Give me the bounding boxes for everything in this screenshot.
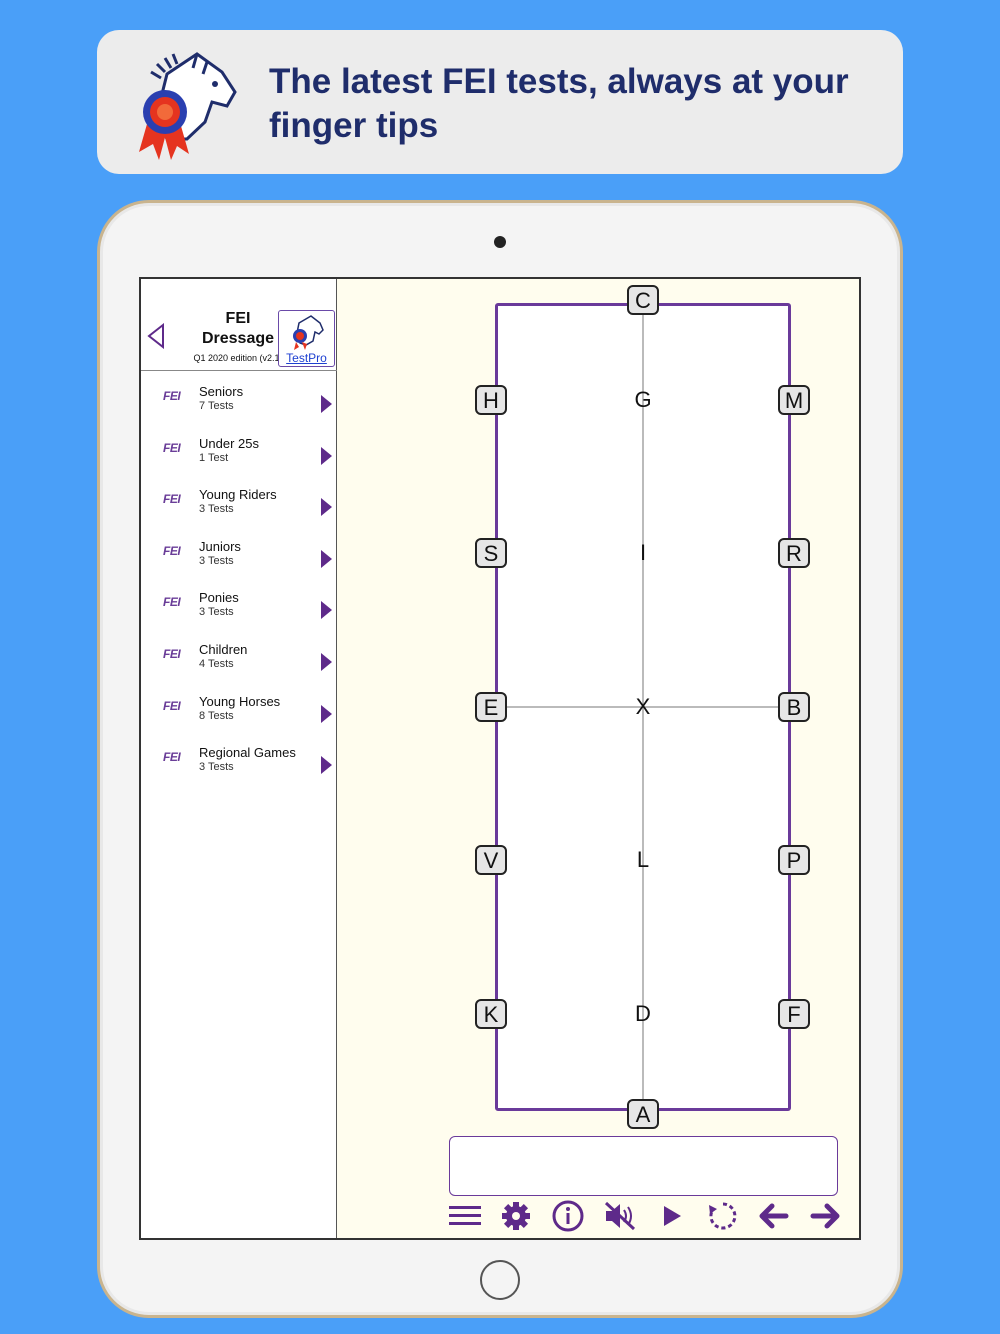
- marker-b[interactable]: B: [778, 692, 810, 722]
- marker-e[interactable]: E: [475, 692, 507, 722]
- list-item-young-riders[interactable]: FEI Young Riders 3 Tests: [141, 482, 337, 534]
- marker-f[interactable]: F: [778, 999, 810, 1029]
- centre-letter-l: L: [636, 847, 650, 872]
- disclosure-arrow-icon[interactable]: [321, 652, 332, 671]
- testpro-horse-icon: [293, 315, 324, 350]
- fei-logo-icon: FEI: [163, 543, 181, 558]
- marker-p[interactable]: P: [778, 845, 810, 875]
- arena-centre-lines: [495, 303, 791, 1111]
- marker-c[interactable]: C: [627, 285, 659, 315]
- fei-logo-icon: FEI: [163, 750, 181, 765]
- list-item-name: Regional Games: [199, 745, 296, 761]
- sidebar-title-dressage: Dressage: [201, 330, 275, 347]
- disclosure-arrow-icon[interactable]: [321, 756, 332, 775]
- centre-letter-g: G: [634, 387, 652, 412]
- gear-icon[interactable]: [498, 1199, 534, 1233]
- replay-icon[interactable]: [705, 1199, 741, 1233]
- list-item-name: Juniors: [199, 538, 241, 554]
- horse-rosette-logo-icon: [139, 52, 237, 160]
- sidebar-title-fei: FEI: [225, 310, 251, 327]
- mute-icon[interactable]: [602, 1199, 638, 1233]
- edition-label: Q1 2020 edition (v2.1): [193, 353, 283, 363]
- list-item-ponies[interactable]: FEI Ponies 3 Tests: [141, 585, 337, 637]
- arrow-left-icon[interactable]: [756, 1199, 792, 1233]
- list-item-name: Young Horses: [199, 693, 281, 709]
- marker-a[interactable]: A: [627, 1099, 659, 1129]
- marker-h[interactable]: H: [475, 385, 507, 415]
- promo-banner: The latest FEI tests, always at your fin…: [97, 30, 903, 174]
- list-item-name: Young Riders: [199, 487, 277, 503]
- testpro-link[interactable]: TestPro: [286, 351, 327, 365]
- list-item-count: 3 Tests: [199, 554, 234, 567]
- banner-headline: The latest FEI tests, always at your fin…: [269, 62, 849, 145]
- app-screen: FEI Dressage Q1 2020 edition (v2.1) Test…: [139, 277, 861, 1240]
- centre-letter-d: D: [635, 1001, 651, 1026]
- list-item-regional-games[interactable]: FEI Regional Games 3 Tests: [141, 740, 337, 792]
- disclosure-arrow-icon[interactable]: [321, 446, 332, 465]
- sidebar-header: FEI Dressage Q1 2020 edition (v2.1) Test…: [141, 307, 337, 371]
- marker-r[interactable]: R: [778, 538, 810, 568]
- marker-v[interactable]: V: [475, 845, 507, 875]
- fei-logo-icon: FEI: [163, 492, 181, 507]
- list-item-name: Seniors: [199, 384, 244, 399]
- fei-logo-icon: FEI: [163, 595, 181, 610]
- camera-icon: [494, 236, 506, 248]
- list-item-count: 3 Tests: [199, 761, 234, 774]
- list-item-count: 7 Tests: [199, 400, 234, 412]
- list-item-children[interactable]: FEI Children 4 Tests: [141, 637, 337, 689]
- disclosure-arrow-icon[interactable]: [321, 395, 332, 413]
- movement-text-box[interactable]: [449, 1136, 838, 1196]
- list-item-name: Ponies: [199, 590, 239, 606]
- marker-m[interactable]: M: [778, 385, 810, 415]
- list-item-count: 4 Tests: [199, 657, 234, 670]
- fei-logo-icon: FEI: [163, 389, 181, 403]
- home-button[interactable]: [480, 1260, 520, 1300]
- list-item-count: 8 Tests: [199, 709, 234, 722]
- back-chevron-icon[interactable]: [145, 323, 167, 349]
- menu-icon[interactable]: [447, 1199, 483, 1233]
- list-item-juniors[interactable]: FEI Juniors 3 Tests: [141, 534, 337, 586]
- testpro-logo-button[interactable]: TestPro: [278, 310, 335, 367]
- arrow-right-icon[interactable]: [807, 1199, 843, 1233]
- disclosure-arrow-icon[interactable]: [321, 498, 332, 517]
- category-list: FEI Seniors 7 Tests FEI Under 25s 1 Test…: [141, 379, 337, 792]
- list-item-name: Under 25s: [199, 435, 259, 451]
- list-item-young-horses[interactable]: FEI Young Horses 8 Tests: [141, 689, 337, 741]
- list-item-count: 3 Tests: [199, 606, 234, 619]
- marker-s[interactable]: S: [475, 538, 507, 568]
- list-item-under-25s[interactable]: FEI Under 25s 1 Test: [141, 431, 337, 483]
- fei-logo-icon: FEI: [163, 646, 181, 661]
- centre-letter-x: X: [635, 694, 651, 719]
- list-item-seniors[interactable]: FEI Seniors 7 Tests: [141, 379, 337, 431]
- disclosure-arrow-icon[interactable]: [321, 601, 332, 620]
- play-icon[interactable]: [653, 1199, 689, 1233]
- marker-k[interactable]: K: [475, 999, 507, 1029]
- list-item-count: 3 Tests: [199, 503, 234, 516]
- disclosure-arrow-icon[interactable]: [321, 704, 332, 723]
- centre-letter-i: I: [639, 540, 647, 565]
- info-icon[interactable]: [550, 1199, 586, 1233]
- sidebar: FEI Dressage Q1 2020 edition (v2.1) Test…: [141, 279, 337, 1238]
- fei-logo-icon: FEI: [163, 698, 181, 713]
- disclosure-arrow-icon[interactable]: [321, 549, 332, 568]
- fei-logo-icon: FEI: [163, 440, 181, 455]
- list-item-count: 1 Test: [199, 451, 229, 464]
- list-item-name: Children: [199, 641, 248, 657]
